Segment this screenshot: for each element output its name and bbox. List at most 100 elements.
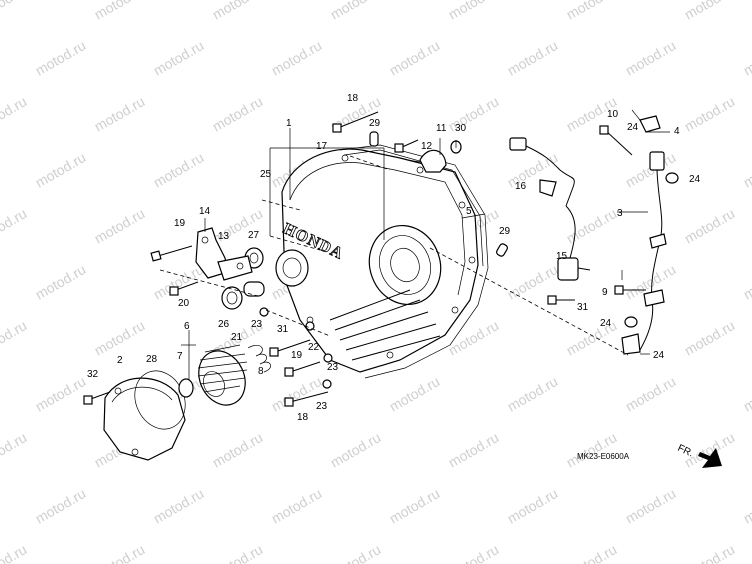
callout-11: 11: [436, 123, 447, 134]
watermark-text: motod.ru: [564, 205, 620, 246]
watermark-text: motod.ru: [33, 373, 89, 414]
watermark-text: motod.ru: [0, 429, 29, 470]
callout-21: 21: [231, 332, 243, 343]
callout-19-left: 19: [174, 218, 186, 229]
watermark-text: motod.ru: [151, 37, 207, 78]
callout-16: 16: [515, 181, 527, 192]
oil-filter-cover: [103, 377, 186, 461]
callout-23-b: 23: [327, 362, 339, 373]
callout-12: 12: [421, 141, 433, 152]
watermark-text: motod.ru: [0, 317, 29, 358]
watermark-text: motod.ru: [564, 0, 620, 23]
watermark-text: motod.ru: [741, 261, 752, 302]
watermark-text: motod.ru: [210, 429, 266, 470]
callout-3: 3: [617, 208, 623, 219]
oil-filter: [197, 344, 248, 406]
watermark-text: motod.ru: [328, 0, 384, 23]
switch-assembly: [407, 149, 447, 173]
watermark-text: motod.ru: [210, 0, 266, 23]
watermark-text: motod.ru: [92, 541, 148, 564]
callout-25: 25: [260, 169, 272, 180]
leader-lines: [159, 109, 670, 380]
washer: [178, 378, 194, 398]
watermark-text: motod.ru: [446, 93, 502, 134]
watermark-text: motod.ru: [564, 429, 620, 470]
watermark-text: motod.ru: [446, 541, 502, 564]
callout-28: 28: [146, 354, 158, 365]
callout-10: 10: [607, 109, 619, 120]
pulser-bracket: [195, 227, 253, 281]
watermark-text: motod.ru: [505, 373, 561, 414]
callout-23-c: 23: [316, 401, 328, 412]
watermark-text: motod.ru: [33, 149, 89, 190]
callout-19-mid: 19: [291, 350, 303, 361]
callout-14: 14: [199, 206, 211, 217]
watermark-text: motod.ru: [0, 541, 29, 564]
callout-31-right: 31: [577, 302, 589, 313]
watermark-text: motod.ru: [682, 93, 738, 134]
watermark-text: motod.ru: [151, 485, 207, 526]
bolts: [83, 111, 646, 407]
watermark-text: motod.ru: [505, 485, 561, 526]
watermark-text: motod.ru: [92, 93, 148, 134]
watermark-text: motod.ru: [92, 317, 148, 358]
callout-32: 32: [87, 369, 99, 380]
callout-27: 27: [248, 230, 260, 241]
watermark-text: motod.ru: [328, 541, 384, 564]
callout-numbers: 1 2 3 4 5 6 7 8 9 10 11 12 13 14 15 16 1…: [87, 93, 701, 423]
watermark-text: motod.ru: [505, 37, 561, 78]
filter-spring: [247, 344, 271, 373]
watermark-text: motod.ru: [741, 373, 752, 414]
watermark-text: motod.ru: [682, 0, 738, 23]
watermark-text: motod.ru: [387, 37, 443, 78]
callout-7: 7: [177, 351, 183, 362]
watermark-text: motod.ru: [0, 0, 29, 23]
callout-29-right: 29: [499, 226, 511, 237]
callout-20: 20: [178, 298, 190, 309]
callout-2: 2: [117, 355, 123, 366]
watermark-text: motod.ru: [564, 541, 620, 564]
watermark-text: motod.ru: [682, 205, 738, 246]
watermark-text: motod.ru: [741, 37, 752, 78]
callout-24-a: 24: [627, 122, 639, 133]
watermark-text: motod.ru: [446, 429, 502, 470]
watermark-text: motod.ru: [741, 149, 752, 190]
watermark-text: motod.ru: [741, 485, 752, 526]
watermark-text: motod.ru: [387, 485, 443, 526]
callout-30: 30: [455, 123, 467, 134]
cover-gasket: [339, 144, 489, 379]
watermark-text: motod.ru: [210, 541, 266, 564]
watermark-text: motod.ru: [623, 37, 679, 78]
wire-harness: [621, 115, 667, 355]
callout-17: 17: [316, 141, 328, 152]
diagram-code: MK23-E0600A: [577, 452, 630, 461]
callout-24-b: 24: [689, 174, 701, 185]
callout-22: 22: [308, 342, 320, 353]
callout-26: 26: [218, 319, 230, 330]
callout-18-top: 18: [347, 93, 359, 104]
callout-6: 6: [184, 321, 190, 332]
watermark-text: motod.ru: [151, 149, 207, 190]
watermark-text: motod.ru: [328, 429, 384, 470]
watermark-text: motod.ru: [33, 485, 89, 526]
callout-24-d: 24: [653, 350, 665, 361]
watermark-text: motod.ru: [387, 373, 443, 414]
watermark-text: motod.ru: [0, 93, 29, 134]
callout-13: 13: [218, 231, 230, 242]
callout-29-top: 29: [369, 118, 381, 129]
watermark-text: motod.ru: [0, 205, 29, 246]
watermark-text: motod.ru: [92, 0, 148, 23]
callout-4: 4: [674, 126, 680, 137]
watermark-text: motod.ru: [269, 485, 325, 526]
callout-24-c: 24: [600, 318, 612, 329]
watermark-text: motod.ru: [269, 37, 325, 78]
callout-5: 5: [466, 206, 472, 217]
callout-8: 8: [258, 366, 264, 377]
callout-31-left: 31: [277, 324, 289, 335]
watermark-text: motod.ru: [623, 485, 679, 526]
callout-23-a: 23: [251, 319, 263, 330]
watermark-text: motod.ru: [33, 37, 89, 78]
watermark-text: motod.ru: [446, 0, 502, 23]
watermark-text: motod.ru: [682, 317, 738, 358]
